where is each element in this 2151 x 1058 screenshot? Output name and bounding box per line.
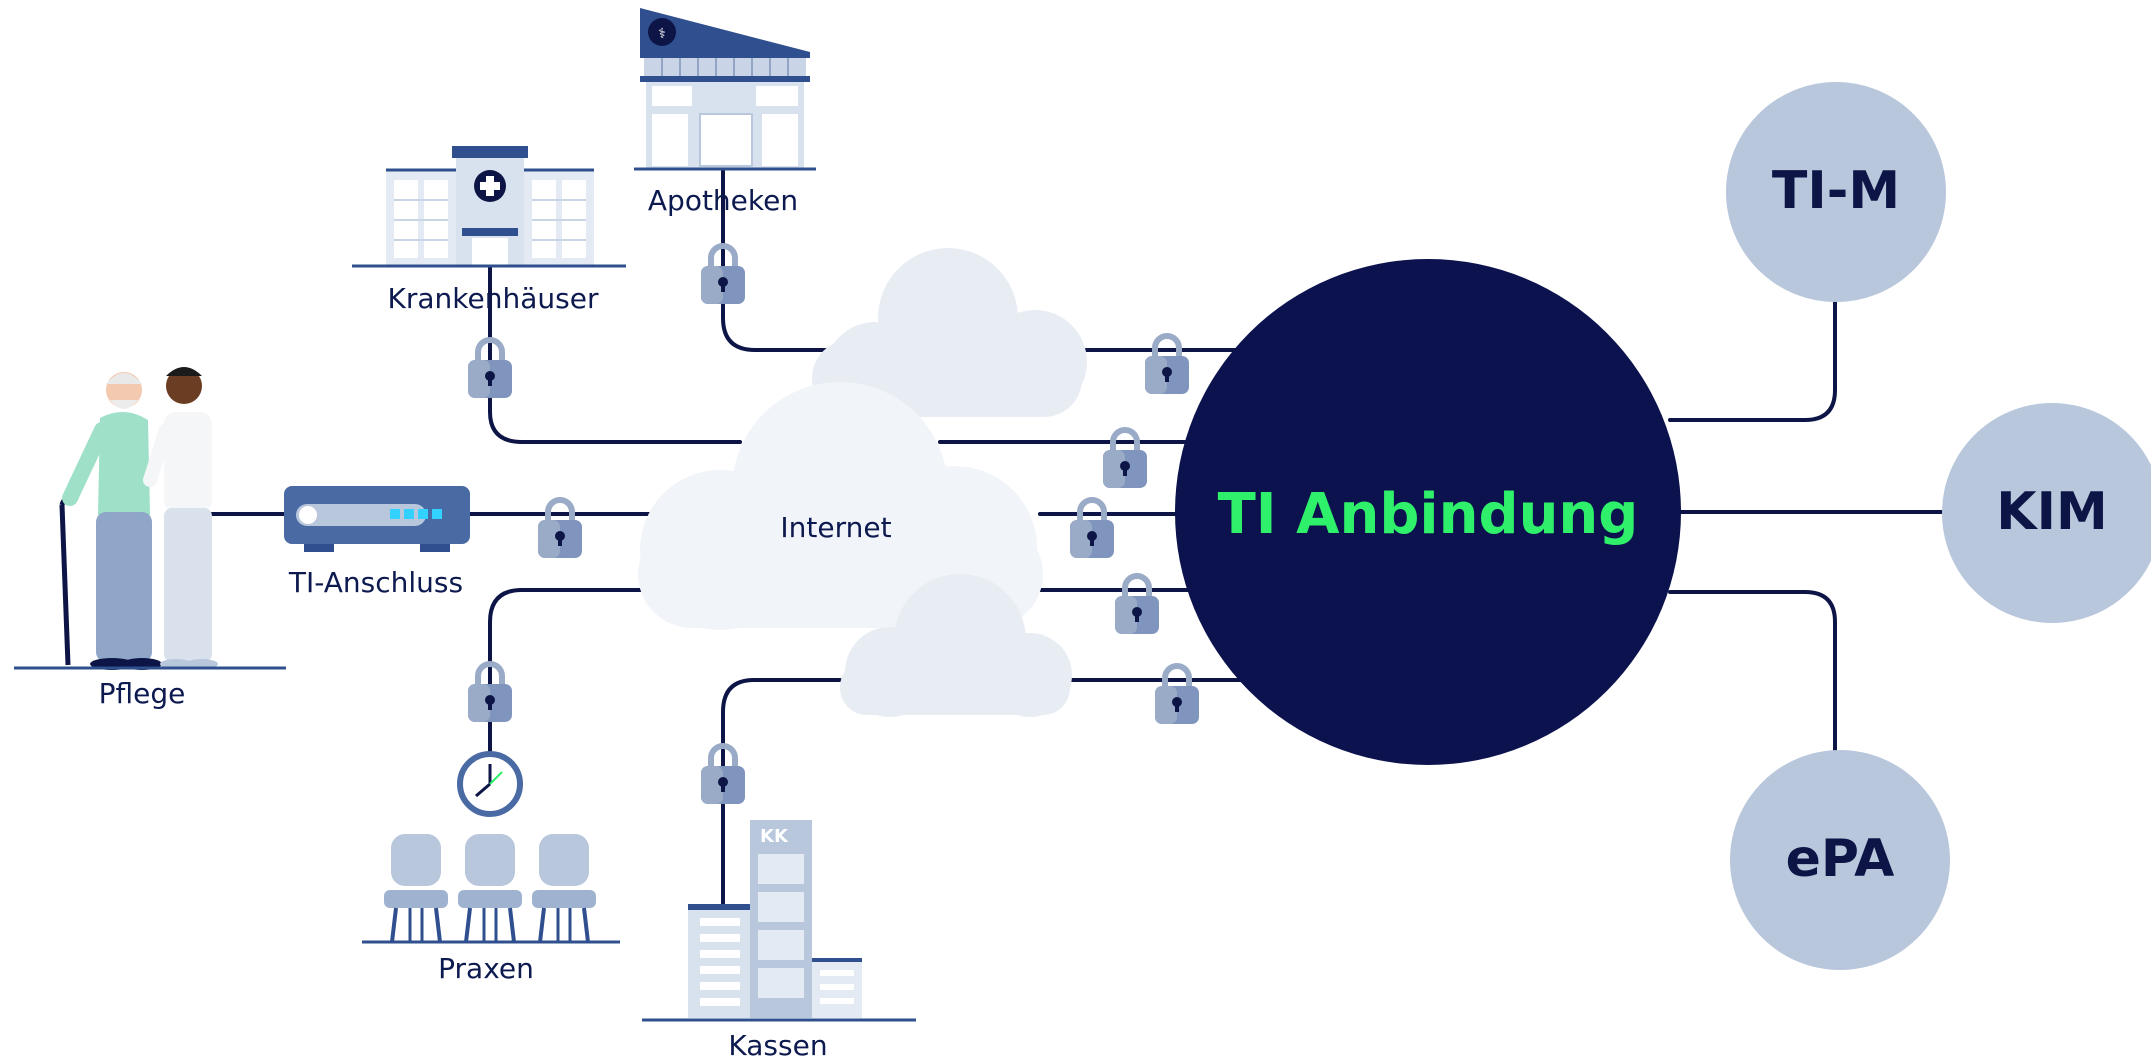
lock-icon [1155, 666, 1199, 724]
kim-bubble [1942, 403, 2151, 623]
waiting-chairs [362, 832, 620, 944]
lock-icon [1115, 576, 1159, 634]
epa-bubble [1730, 750, 1950, 970]
connection-lines [210, 163, 1947, 907]
kassen-buildings: KK [642, 820, 916, 1022]
praxen-label: Praxen [438, 952, 534, 985]
hospital-building [352, 146, 626, 268]
lock-icon [1103, 430, 1147, 488]
svg-text:⚕: ⚕ [658, 26, 666, 42]
pflege-label: Pflege [99, 677, 186, 710]
tim-label: TI-M [1772, 161, 1900, 221]
chair-icon [456, 832, 524, 944]
hub-label: TI Anbindung [1218, 482, 1639, 547]
lock-icon [1145, 336, 1189, 394]
kim-label: KIM [1996, 482, 2107, 542]
tim-bubble [1726, 82, 1946, 302]
lock-icon [538, 500, 582, 558]
pharmacy-icon [648, 18, 676, 46]
lock-icon [1070, 500, 1114, 558]
ti-anbindung-hub [1175, 259, 1681, 765]
chair-icon [530, 832, 598, 944]
kk-badge: KK [760, 826, 789, 847]
krankenhaeuser-label: Krankenhäuser [388, 282, 599, 315]
chair-icon [382, 832, 450, 944]
kassen-label: Kassen [728, 1029, 827, 1058]
epa-label: ePA [1786, 829, 1895, 889]
ti-anschluss-label: TI-Anschluss [288, 566, 463, 599]
pflege-people-illustration [14, 367, 286, 670]
cloud-icon [638, 382, 1043, 630]
router-icon [284, 486, 470, 552]
clock-icon [457, 751, 523, 817]
cloud-icon [840, 574, 1072, 717]
apotheken-label: Apotheken [648, 184, 798, 217]
cloud-label: Internet [780, 511, 891, 544]
pharmacy-building: ⚕ [634, 8, 816, 171]
